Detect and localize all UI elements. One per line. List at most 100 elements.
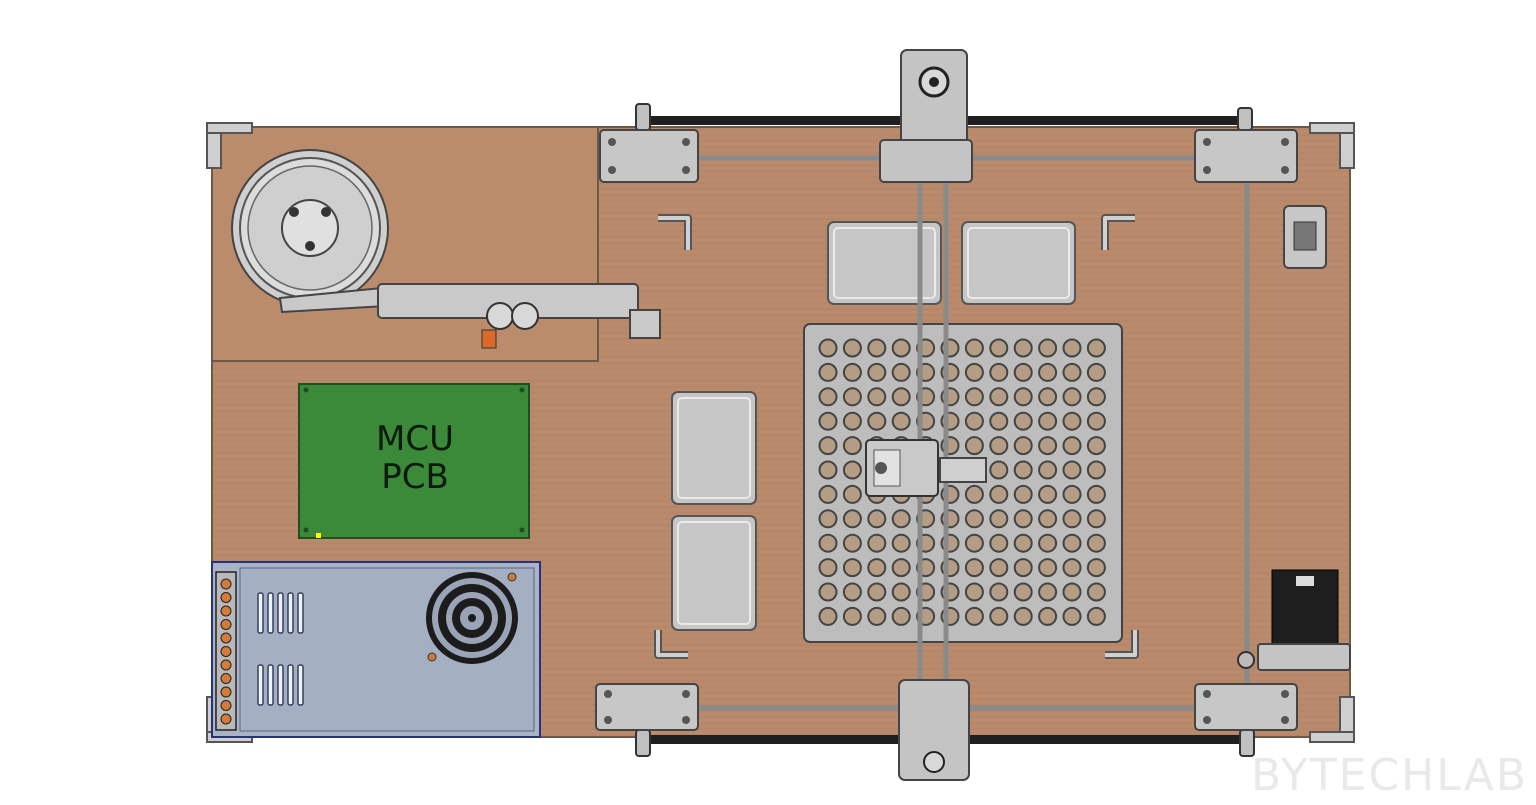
psu-vents [257, 592, 304, 706]
tray-hole [842, 460, 862, 480]
psu-terminal [220, 659, 232, 671]
tray-hole [989, 606, 1009, 626]
tray-hole [1013, 460, 1033, 480]
gantry-bottom-plate [898, 679, 970, 781]
tray-hole [842, 436, 862, 456]
tray-hole [1086, 484, 1106, 504]
tray-hole [1013, 484, 1033, 504]
tray-hole [1086, 436, 1106, 456]
tray-hole [1013, 338, 1033, 358]
tray-hole [964, 387, 984, 407]
tray-hole [867, 387, 887, 407]
tray-hole [964, 362, 984, 382]
tray-hole [989, 460, 1009, 480]
mcu-pcb [298, 383, 530, 539]
tray-hole [867, 362, 887, 382]
tray-hole [1038, 558, 1058, 578]
tray-hole [818, 533, 838, 553]
tray-hole [867, 338, 887, 358]
tray-hole [842, 362, 862, 382]
feeder-gears [486, 302, 539, 330]
tray-hole [1086, 606, 1106, 626]
tray-hole [1062, 509, 1082, 529]
tray-hole [989, 558, 1009, 578]
tray-hole [1062, 460, 1082, 480]
tray-hole [891, 338, 911, 358]
tray-hole [989, 484, 1009, 504]
tray-hole [867, 411, 887, 431]
tray-hole [842, 606, 862, 626]
tray-hole [867, 582, 887, 602]
tray-hole [867, 533, 887, 553]
psu-terminals [220, 578, 232, 725]
stepper-motor-icon [1237, 569, 1351, 671]
tray-hole [818, 387, 838, 407]
tray-hole [891, 387, 911, 407]
tray-hole [1013, 582, 1033, 602]
tray-hole [1013, 411, 1033, 431]
tray-hole [1038, 411, 1058, 431]
tray-hole [1013, 509, 1033, 529]
tray-hole [842, 338, 862, 358]
tray-hole [1086, 338, 1106, 358]
tray-hole [842, 509, 862, 529]
tray-hole [891, 509, 911, 529]
tray-hole [1062, 582, 1082, 602]
tray-hole [891, 558, 911, 578]
psu-terminal [220, 619, 232, 630]
tray-hole [818, 509, 838, 529]
tray-hole [1013, 533, 1033, 553]
tray-hole [964, 606, 984, 626]
tray-hole [989, 582, 1009, 602]
tray-hole [964, 582, 984, 602]
tray-hole [1013, 606, 1033, 626]
tray-hole [1086, 460, 1106, 480]
feeder-arm [278, 283, 661, 339]
tray-hole [1038, 436, 1058, 456]
tray-hole [891, 533, 911, 553]
tray-hole [818, 606, 838, 626]
psu-terminal [220, 686, 232, 698]
tray-holes [818, 338, 1106, 626]
gantry-rails [917, 150, 949, 700]
tray-hole [842, 558, 862, 578]
tray-hole [1062, 484, 1082, 504]
tray-hole [989, 338, 1009, 358]
rail-end-blocks [595, 129, 1298, 731]
psu-terminal [220, 700, 232, 711]
tray-hole [818, 338, 838, 358]
tray-hole [1062, 606, 1082, 626]
tray-hole [867, 606, 887, 626]
tray-hole [1038, 582, 1058, 602]
tray-hole [1062, 558, 1082, 578]
pick-head-sensor [939, 457, 987, 483]
psu-terminal [220, 673, 232, 684]
psu-terminal [220, 713, 232, 725]
psu-terminal [220, 605, 232, 617]
tray-hole [989, 411, 1009, 431]
psu-terminal [220, 592, 232, 603]
gantry-bottom-pulley [923, 751, 945, 773]
tray-hole [1086, 509, 1106, 529]
psu-terminal [220, 646, 232, 657]
tray-hole [891, 582, 911, 602]
tray-hole [1038, 509, 1058, 529]
tray-hole [1013, 387, 1033, 407]
tray-hole [891, 606, 911, 626]
tray-hole [964, 509, 984, 529]
tray-hole [842, 484, 862, 504]
tray-hole [989, 387, 1009, 407]
tray-hole [1038, 533, 1058, 553]
tray-hole [964, 558, 984, 578]
tray-hole [1062, 436, 1082, 456]
tray-hole [1038, 606, 1058, 626]
tray-hole [1086, 387, 1106, 407]
tray-hole [1062, 533, 1082, 553]
tray-hole [964, 436, 984, 456]
tray-hole [1062, 362, 1082, 382]
tray-hole [989, 533, 1009, 553]
tray-hole [964, 338, 984, 358]
tray-hole [818, 436, 838, 456]
trays [671, 221, 1076, 631]
